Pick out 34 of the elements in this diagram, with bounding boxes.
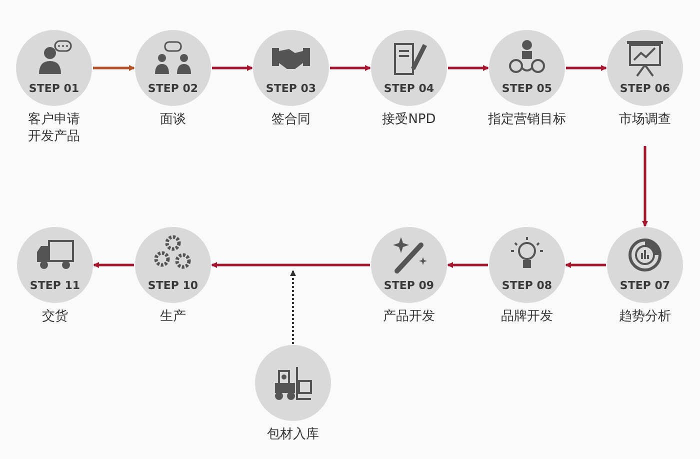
step-caption: 趋势分析 (619, 308, 671, 325)
arrow (93, 65, 135, 71)
step-label: STEP 02 (148, 82, 198, 95)
arrow (212, 65, 253, 71)
step-caption: 交货 (42, 308, 68, 325)
step-label: STEP 04 (384, 82, 434, 95)
arrow (566, 65, 607, 71)
step-label: STEP 09 (384, 279, 434, 292)
step-label: STEP 01 (28, 82, 80, 95)
arrow (211, 262, 370, 268)
arrow (330, 65, 371, 71)
arrow (447, 262, 488, 268)
step-caption: 生产 (160, 308, 186, 325)
step-caption: 品牌开发 (501, 308, 553, 325)
step-label: STEP 07 (620, 279, 670, 292)
step-label: STEP 03 (266, 82, 316, 95)
step-caption: 包材入库 (267, 426, 319, 443)
step-caption: 客户申请开发产品 (27, 111, 81, 145)
arrow (642, 146, 648, 227)
arrow (565, 262, 606, 268)
arrow (290, 270, 296, 344)
step-label: STEP 08 (502, 279, 552, 292)
arrow (93, 262, 134, 268)
step-label: STEP 11 (30, 279, 80, 292)
step-caption: 产品开发 (383, 308, 435, 325)
step-label: STEP 06 (620, 82, 670, 95)
arrow (448, 65, 489, 71)
step-caption: 面谈 (160, 111, 186, 128)
step-caption: 接受NPD (382, 111, 436, 128)
step-caption: 指定营销目标 (488, 111, 566, 128)
step-label: STEP 05 (502, 82, 552, 95)
step-caption: 市场调查 (619, 111, 671, 128)
step-caption: 签合同 (272, 111, 310, 128)
step-label: STEP 10 (148, 279, 198, 292)
